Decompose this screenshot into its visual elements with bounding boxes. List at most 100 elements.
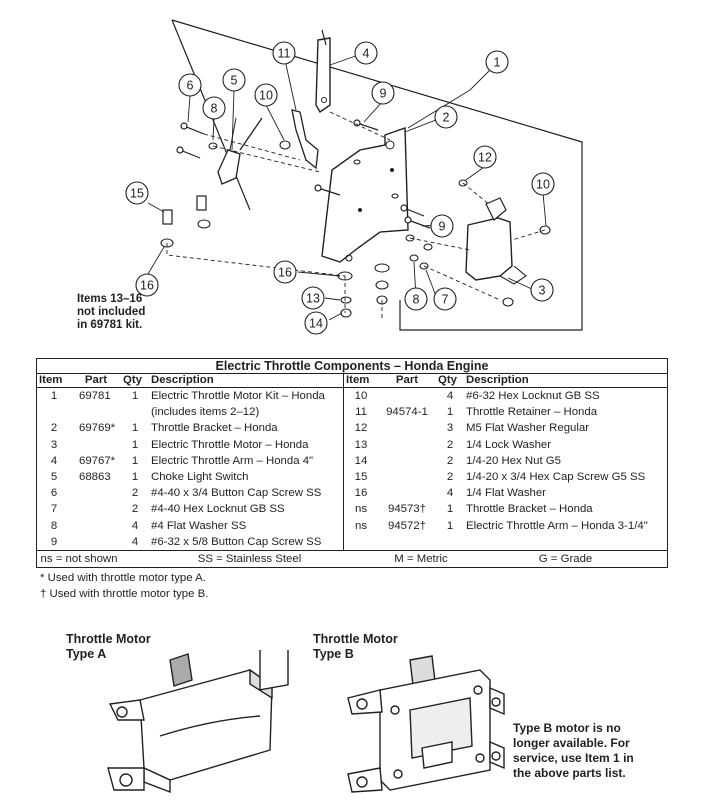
description-cell: Throttle Bracket – Honda xyxy=(151,422,278,435)
part-cell: 68863 xyxy=(79,470,111,483)
callout-13: 13 xyxy=(301,286,325,310)
svg-text:8: 8 xyxy=(413,293,420,307)
item-cell: 5 xyxy=(50,470,58,483)
part-cell: 69781 xyxy=(79,390,111,402)
legend-m: M = Metric xyxy=(378,549,464,568)
item-cell: 8 xyxy=(50,519,58,532)
part-cell xyxy=(378,388,436,405)
item-cell: 4 xyxy=(50,454,58,467)
legend-g: G = Grade xyxy=(464,549,668,568)
col-item: Item xyxy=(36,373,71,388)
qty-cell: 4 xyxy=(446,487,454,500)
svg-text:6: 6 xyxy=(187,79,194,93)
callout-9a: 9 xyxy=(371,81,395,105)
motor-a-caption: Throttle Motor Type A xyxy=(66,632,151,662)
part-cell xyxy=(71,534,121,551)
callout-8a: 8 xyxy=(202,96,226,120)
qty-cell: 2 xyxy=(446,454,454,467)
motor-a-caption-line2: Type A xyxy=(66,647,107,661)
callout-10a: 10 xyxy=(254,83,278,107)
callout-bubbles: 1 2 3 4 5 6 7 8 8 9 9 10 10 11 12 13 14 … xyxy=(125,41,555,335)
qty-cell: 1 xyxy=(446,519,454,532)
description-cell: Electric Throttle Motor – Honda xyxy=(151,438,309,451)
col-item: Item xyxy=(343,373,378,388)
part-cell xyxy=(378,453,436,469)
callout-11: 11 xyxy=(272,41,296,65)
part-cell xyxy=(71,437,121,453)
svg-text:9: 9 xyxy=(439,220,446,234)
motor-type-a-illustration xyxy=(107,650,289,794)
motor-a-caption-line1: Throttle Motor xyxy=(66,632,151,646)
svg-text:2: 2 xyxy=(443,111,450,125)
motor-b-caption-line2: Type B xyxy=(313,647,354,661)
description-cell: Electric Throttle Arm – Honda 4" xyxy=(151,454,314,467)
item-cell: 1 xyxy=(50,390,58,402)
callout-10b: 10 xyxy=(531,172,555,196)
description-cell: Throttle Retainer – Honda xyxy=(466,406,598,419)
item-cell xyxy=(343,533,378,551)
callout-8b: 8 xyxy=(404,287,428,311)
legend-ss: SS = Stainless Steel xyxy=(121,549,378,568)
part-cell xyxy=(71,501,121,517)
description-cell: #6-32 x 5/8 Button Cap Screw SS xyxy=(151,535,322,548)
service-note-line4: the above parts list. xyxy=(513,766,626,780)
svg-text:3: 3 xyxy=(539,284,546,298)
svg-text:8: 8 xyxy=(211,102,218,116)
col-part: Part xyxy=(378,373,436,388)
svg-text:4: 4 xyxy=(363,47,370,61)
description-cell: 1/4 Flat Washer xyxy=(466,487,546,500)
svg-text:9: 9 xyxy=(380,87,387,101)
qty-cell: 4 xyxy=(131,535,139,548)
qty-cell: 4 xyxy=(131,519,139,532)
throttle-retainer-part xyxy=(291,109,319,170)
description-cell: (includes items 2–12) xyxy=(151,406,260,419)
part-cell: 94574-1 xyxy=(386,406,428,419)
svg-text:13: 13 xyxy=(306,292,320,306)
description-cell: #4-40 Hex Locknut GB SS xyxy=(151,503,285,516)
qty-cell: 1 xyxy=(131,390,139,402)
description-cell: #4-40 x 3/4 Button Cap Screw SS xyxy=(151,487,322,500)
item-cell: ns xyxy=(343,501,378,518)
qty-cell: 2 xyxy=(446,470,454,483)
item-cell: 7 xyxy=(50,503,58,516)
col-description: Description xyxy=(464,373,668,388)
qty-cell: 1 xyxy=(446,503,454,516)
description-cell: M5 Flat Washer Regular xyxy=(466,422,590,435)
exploded-parts-diagram: 1 2 3 4 5 6 7 8 8 9 9 10 10 11 12 13 14 … xyxy=(77,19,583,335)
qty-cell: 2 xyxy=(131,487,139,500)
service-note-line1: Type B motor is no xyxy=(513,721,621,735)
description-cell: #6-32 Hex Locknut GB SS xyxy=(466,390,600,402)
motor-b-caption: Throttle Motor Type B xyxy=(313,632,398,662)
qty-cell: 2 xyxy=(446,438,454,451)
screw-hardware xyxy=(162,119,431,229)
item-cell: 2 xyxy=(50,422,58,435)
svg-text:10: 10 xyxy=(259,89,273,103)
callout-1: 1 xyxy=(485,50,509,74)
callout-4: 4 xyxy=(354,41,378,65)
part-cell: 69767* xyxy=(79,454,116,467)
motor-type-b-illustration xyxy=(347,655,505,793)
kit-note: Items 13–16 not included in 69781 kit. xyxy=(77,293,145,331)
service-note-line3: service, use Item 1 in xyxy=(513,751,634,765)
legend-ns: ns = not shown xyxy=(36,549,121,568)
parts-table: Electric Throttle Components – Honda Eng… xyxy=(36,358,668,569)
part-cell xyxy=(71,404,121,420)
callout-3: 3 xyxy=(530,278,554,302)
svg-text:7: 7 xyxy=(442,293,449,307)
item-cell: ns xyxy=(343,517,378,534)
svg-text:Items 13–16: Items 13–16 xyxy=(77,293,142,305)
part-cell xyxy=(71,518,121,534)
description-cell xyxy=(464,534,668,551)
qty-cell: 1 xyxy=(131,422,139,435)
callout-16a: 16 xyxy=(135,273,159,297)
item-cell: 14 xyxy=(343,452,378,469)
qty-cell: 1 xyxy=(131,438,139,451)
callout-16b: 16 xyxy=(273,260,297,284)
